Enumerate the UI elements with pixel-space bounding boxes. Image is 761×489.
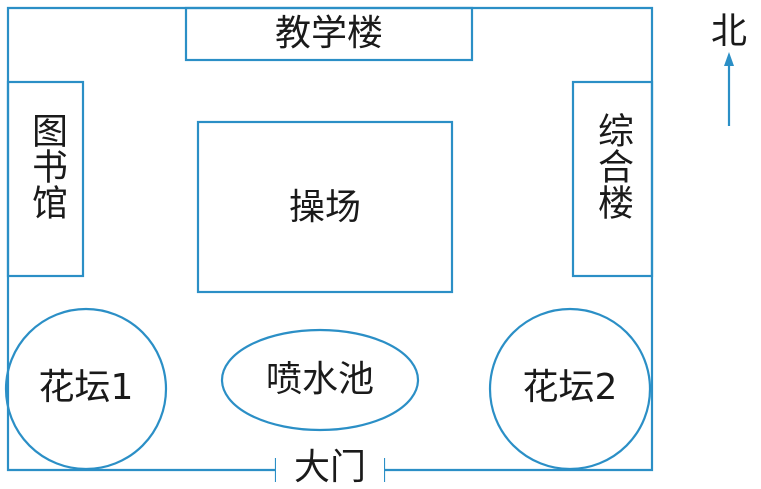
library-label: 图书馆 [26, 112, 67, 220]
fountain-shape [220, 328, 420, 432]
flower-bed-1-label: 花坛1 [38, 367, 134, 408]
teaching-building-shape [184, 6, 474, 62]
main-gate-label: 大门 [276, 450, 384, 486]
fountain-label: 喷水池 [265, 359, 374, 400]
complex-building-shape [571, 80, 654, 278]
playground-shape [196, 120, 454, 294]
complex-building-label: 综合楼 [592, 112, 633, 220]
flower-bed-2-shape [488, 307, 652, 471]
flower-bed-2-label: 花坛2 [522, 367, 618, 408]
north-label: 北 [710, 11, 747, 52]
flower-bed-1-shape [4, 307, 168, 471]
library-shape [6, 80, 85, 278]
north-arrowhead [724, 52, 734, 66]
teaching-building-label: 教学楼 [274, 13, 383, 54]
playground-label: 操场 [288, 187, 361, 228]
